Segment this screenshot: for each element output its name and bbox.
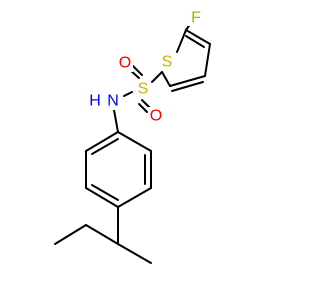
sulfonyl-sulfur-label: S bbox=[138, 81, 149, 98]
bond-b1-b2 bbox=[117, 131, 152, 152]
bond-sulfonyl-o-top-inner bbox=[132, 65, 143, 76]
thiophene-ring bbox=[161, 19, 211, 92]
bond-c2-sulfonyl bbox=[151, 71, 163, 83]
bond-c2-c3-inner bbox=[171, 81, 204, 92]
bond-sulfonyl-n bbox=[123, 91, 133, 97]
oxygen-bottom-label-bg bbox=[148, 107, 164, 125]
oxygen-bottom-label: O bbox=[150, 108, 162, 125]
bond-ch2-ch3 bbox=[54, 224, 87, 245]
structure-diagram: F S S O O N H bbox=[54, 10, 211, 264]
hydrogen-label: H bbox=[89, 93, 101, 110]
fluorine-label: F bbox=[191, 10, 201, 27]
bond-ch-ch3 bbox=[117, 243, 152, 264]
sulfonyl-sulfur-label-bg bbox=[135, 80, 151, 98]
fluorine-label-bg bbox=[188, 10, 204, 26]
bond-c2-c3 bbox=[169, 75, 206, 87]
oxygen-top-label: O bbox=[119, 55, 131, 72]
benzene-ring bbox=[85, 131, 152, 208]
molecule-canvas: F S S O O N H bbox=[54, 9, 211, 264]
thiophene-sulfur-label-bg bbox=[160, 54, 174, 70]
bond-b4-b5-inner bbox=[91, 184, 119, 201]
bond-c4-c5 bbox=[185, 29, 211, 45]
bond-b3-b4 bbox=[117, 187, 152, 208]
bond-s1-c2 bbox=[161, 71, 171, 87]
thiophene-sulfur-label: S bbox=[162, 54, 173, 71]
sec-butyl-chain bbox=[54, 206, 152, 264]
sulfonamide-group bbox=[113, 65, 163, 133]
bond-c5-s1 bbox=[176, 29, 187, 53]
bond-ch-ch2 bbox=[85, 224, 119, 245]
bond-sulfonyl-o-bottom-inner bbox=[138, 103, 148, 113]
bond-b4-b5 bbox=[85, 187, 119, 208]
hydrogen-label-bg bbox=[88, 92, 102, 110]
bond-b6-b1-inner bbox=[91, 138, 119, 155]
bond-c3-c4 bbox=[204, 43, 211, 77]
oxygen-top-label-bg bbox=[117, 54, 133, 72]
nitrogen-label: N bbox=[107, 93, 119, 110]
atom-labels: F S S O O N H bbox=[88, 10, 204, 125]
bond-sulfonyl-o-bottom bbox=[141, 99, 151, 109]
bond-b6-b1 bbox=[85, 131, 119, 152]
bond-c4-c5-inner bbox=[185, 35, 205, 48]
nitrogen-label-bg bbox=[105, 92, 121, 110]
bond-n-aryl bbox=[113, 109, 119, 133]
